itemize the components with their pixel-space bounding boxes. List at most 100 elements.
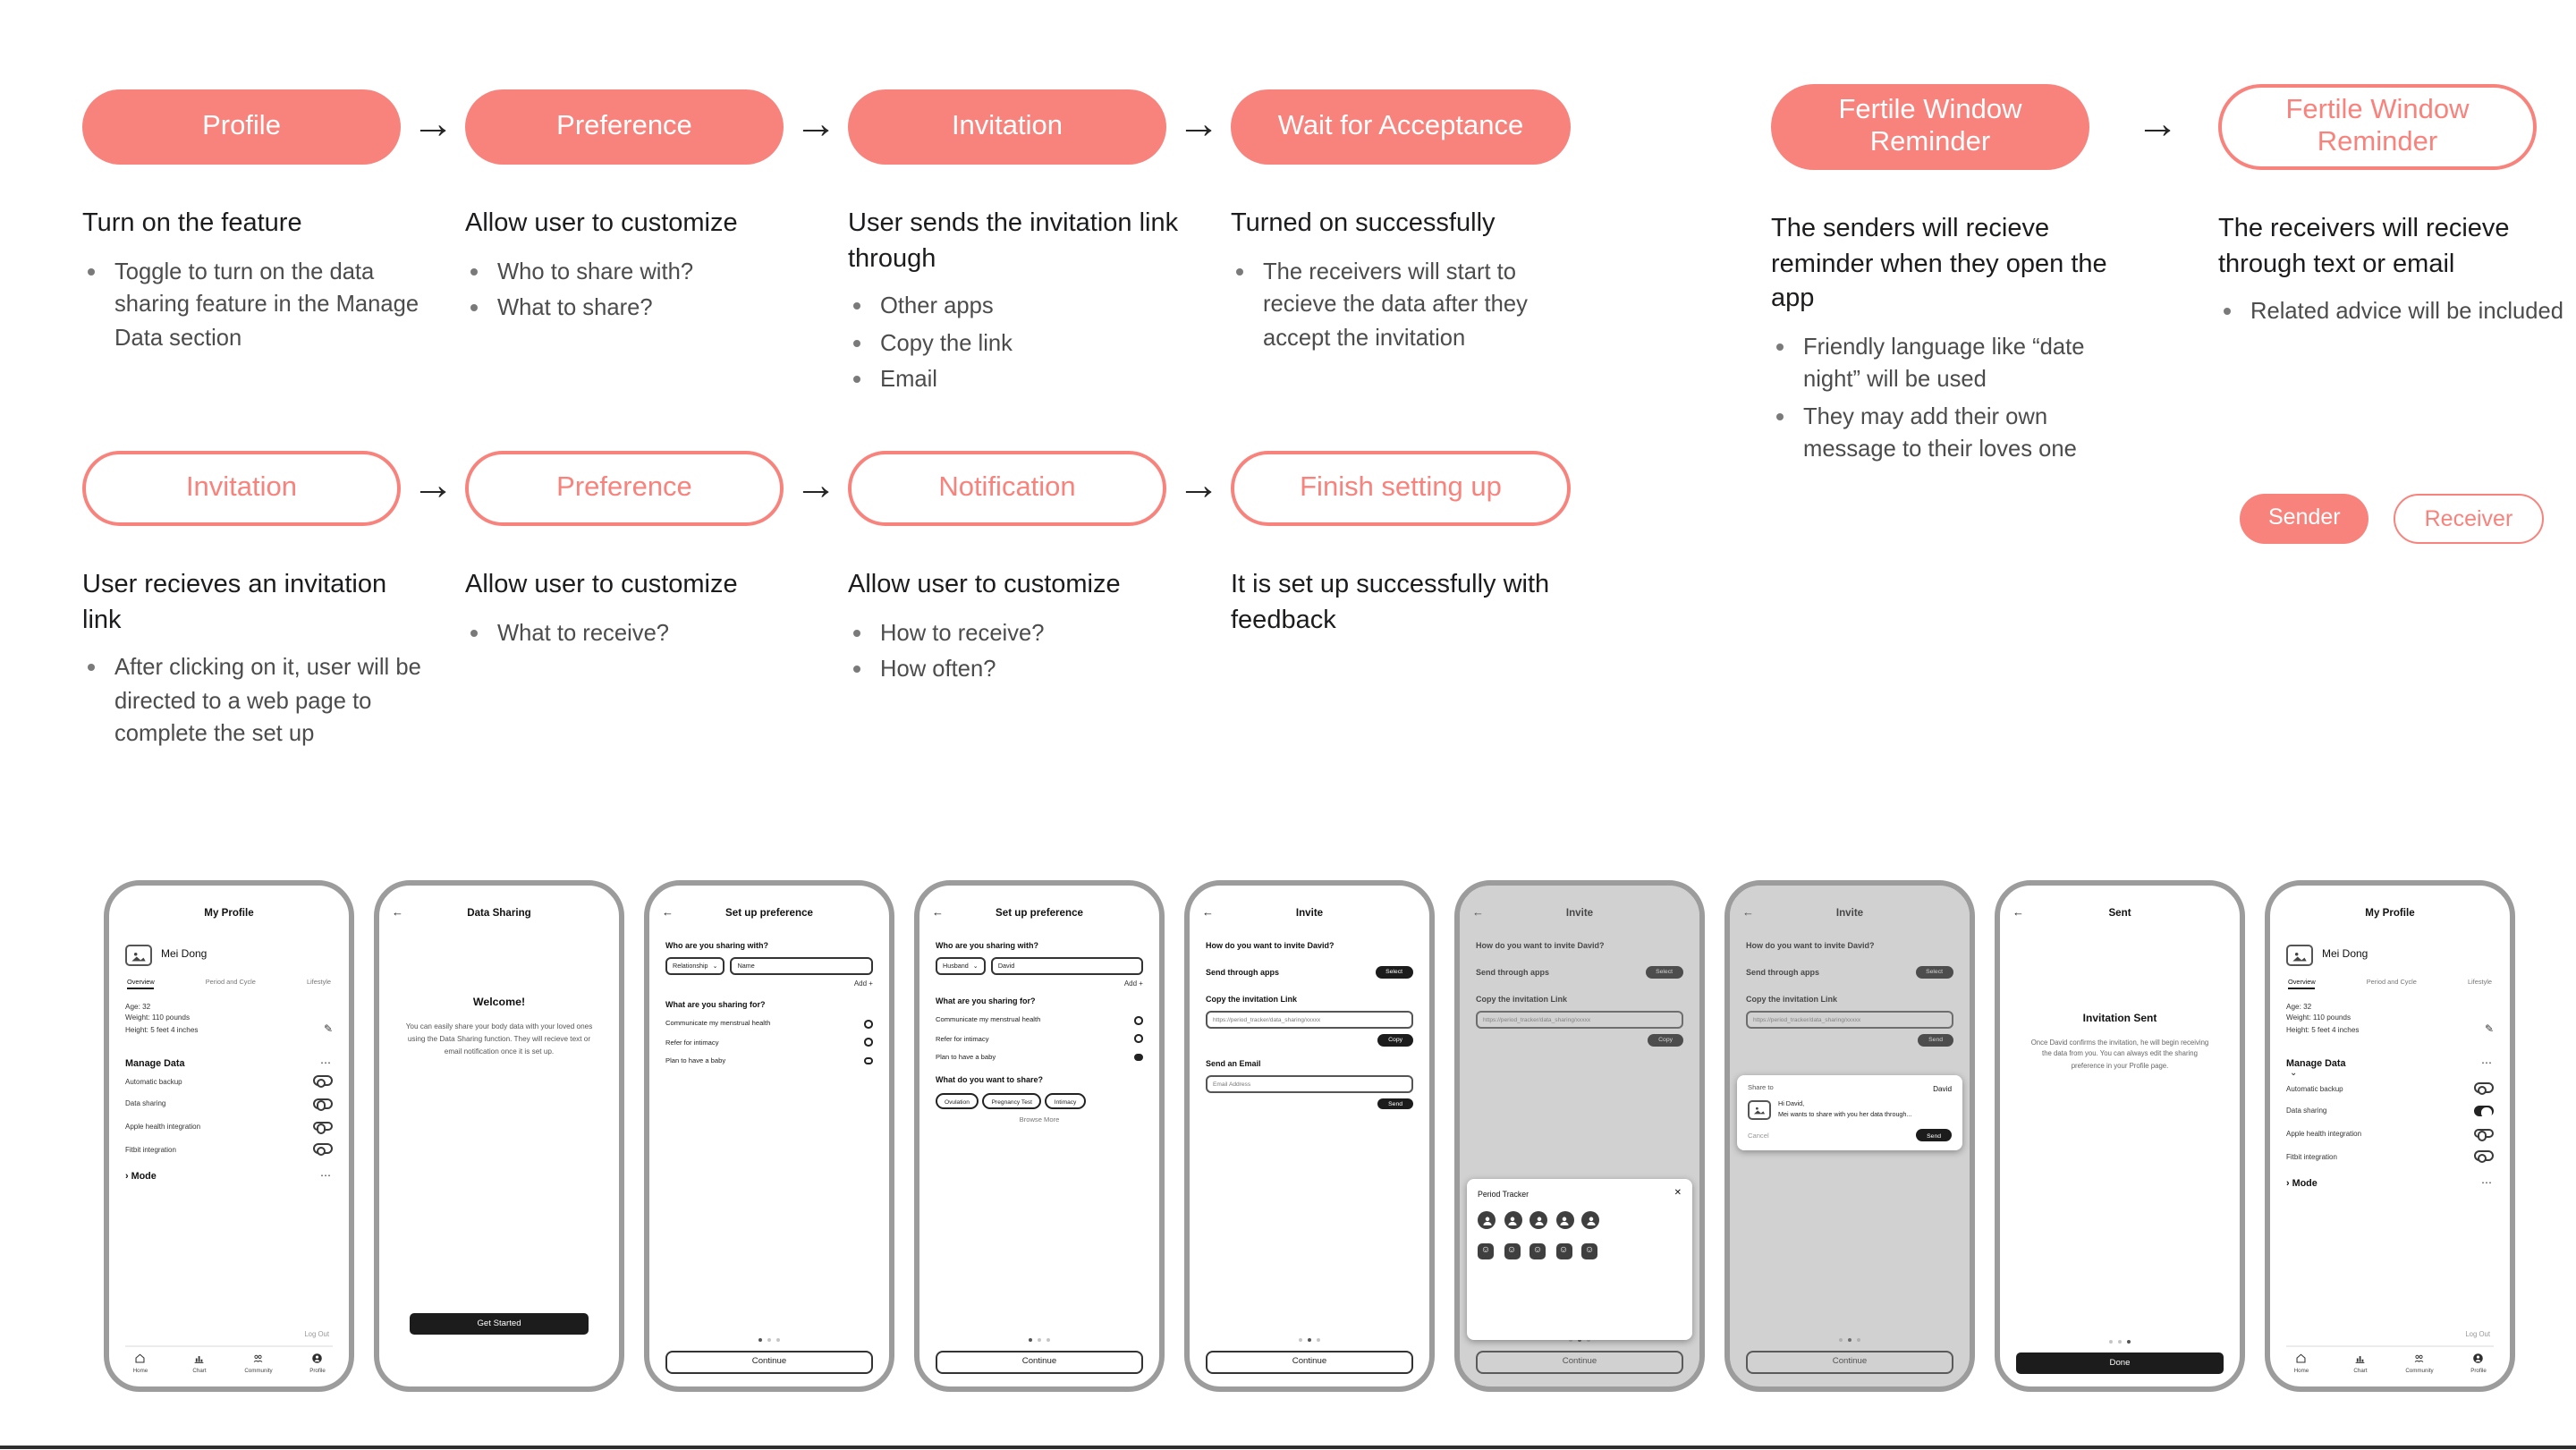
nav-home[interactable]: Home — [127, 1353, 154, 1374]
chip-intimacy[interactable]: Intimacy — [1045, 1093, 1086, 1110]
send-button[interactable]: Send — [1377, 1098, 1413, 1110]
continue-button: Continue — [1476, 1351, 1683, 1374]
log-out-link[interactable]: Log Out — [2465, 1329, 2490, 1339]
radio-baby-selected[interactable] — [1134, 1053, 1143, 1062]
email-address-field[interactable]: Email Address — [1206, 1075, 1413, 1094]
add-person-button[interactable]: Add + — [853, 979, 873, 988]
chart-icon — [195, 1356, 204, 1364]
step-bullets: What to receive? — [465, 616, 812, 649]
cancel-button[interactable]: Cancel — [1748, 1132, 1769, 1140]
add-person-button[interactable]: Add + — [1123, 979, 1143, 988]
more-icon[interactable]: ⋯ — [2481, 1179, 2494, 1191]
browse-more-link[interactable]: Browse More — [1019, 1116, 1060, 1124]
tab-overview[interactable]: Overview — [2288, 979, 2316, 989]
age-value: Age: 32 — [125, 1002, 151, 1011]
welcome-heading: Welcome! — [472, 996, 526, 1009]
app-icon[interactable]: ☺ — [1555, 1243, 1572, 1259]
nav-profile[interactable]: Profile — [304, 1353, 331, 1374]
flow-step-finish: Finish setting up It is set up successfu… — [1231, 451, 1571, 639]
nav-profile[interactable]: Profile — [2465, 1353, 2492, 1374]
automatic-backup-toggle[interactable] — [2474, 1082, 2494, 1096]
nav-chart[interactable]: Chart — [2347, 1353, 2374, 1374]
bullet: Email — [880, 363, 1195, 396]
radio-intimacy[interactable] — [864, 1038, 873, 1047]
radio-baby[interactable] — [864, 1056, 873, 1065]
close-icon[interactable]: ✕ — [1674, 1188, 1682, 1199]
more-icon[interactable]: ⋯ — [320, 1172, 333, 1183]
continue-button[interactable]: Continue — [936, 1351, 1143, 1374]
contact-avatar[interactable] — [1530, 1211, 1547, 1229]
contact-avatar[interactable] — [1555, 1211, 1573, 1229]
profile-info: Age: 32 Weight: 110 pounds Height: 5 fee… — [2286, 1002, 2494, 1036]
manage-data-section: Manage Data ⋯ — [2286, 1057, 2494, 1070]
edit-icon[interactable]: ✎ — [323, 1025, 333, 1037]
apple-health-toggle[interactable] — [313, 1121, 333, 1133]
name-field[interactable]: David — [990, 957, 1143, 975]
relationship-dropdown[interactable]: Husband ⌄ — [936, 957, 986, 975]
data-sharing-toggle[interactable] — [313, 1098, 333, 1111]
chip-ovulation[interactable]: Ovulation — [936, 1093, 979, 1110]
log-out-link[interactable]: Log Out — [304, 1329, 329, 1339]
step-description: Turn on the feature Toggle to turn on th… — [82, 208, 429, 354]
app-icon[interactable]: ☺ — [1530, 1243, 1546, 1259]
automatic-backup-toggle[interactable] — [313, 1075, 333, 1089]
back-icon[interactable]: ← — [932, 907, 944, 920]
tab-period-cycle[interactable]: Period and Cycle — [205, 979, 256, 986]
more-icon[interactable]: ⋯ — [2481, 1059, 2494, 1071]
chevron-down-icon[interactable]: ⌄ — [2290, 1068, 2298, 1080]
tab-period-cycle[interactable]: Period and Cycle — [2366, 979, 2417, 986]
apps-label: Send through apps — [1206, 967, 1279, 977]
fitbit-toggle[interactable] — [313, 1143, 333, 1156]
nav-home[interactable]: Home — [2288, 1353, 2315, 1374]
continue-button[interactable]: Continue — [665, 1351, 873, 1374]
done-button[interactable]: Done — [2016, 1352, 2224, 1374]
back-icon[interactable]: ← — [662, 907, 674, 920]
relationship-dropdown[interactable]: Relationship ⌄ — [665, 957, 725, 975]
data-sharing-toggle-on[interactable] — [2474, 1106, 2494, 1118]
send-button[interactable]: Send — [1916, 1129, 1952, 1141]
app-icon[interactable]: ☺ — [1504, 1243, 1520, 1259]
share-message-text[interactable]: Hi David, Mei wants to share with you he… — [1778, 1100, 1912, 1118]
avatar — [125, 945, 152, 966]
mode-section[interactable]: › Mode ⋯ — [2286, 1178, 2494, 1191]
back-icon[interactable]: ← — [1202, 907, 1214, 920]
chip-pregnancy-test[interactable]: Pregnancy Test — [982, 1093, 1041, 1110]
apple-health-toggle[interactable] — [2474, 1128, 2494, 1140]
mode-section[interactable]: › Mode ⋯ — [125, 1171, 333, 1183]
recipient-name: David — [1933, 1084, 1952, 1093]
contact-avatar[interactable] — [1504, 1211, 1521, 1229]
tab-lifestyle[interactable]: Lifestyle — [306, 979, 331, 986]
profile-user-row: Mei Dong — [2286, 945, 2494, 966]
tab-overview[interactable]: Overview — [127, 979, 155, 989]
nav-community[interactable]: Community — [2405, 1353, 2434, 1374]
app-icon[interactable]: ☺ — [1478, 1243, 1494, 1259]
contact-avatar[interactable] — [1478, 1211, 1496, 1229]
radio-menstrual-health[interactable] — [864, 1019, 873, 1029]
profile-tabs: Overview Period and Cycle Lifestyle — [125, 979, 333, 989]
continue-button[interactable]: Continue — [1206, 1351, 1413, 1374]
edit-icon[interactable]: ✎ — [2484, 1025, 2494, 1037]
apps-label: Send through apps — [1476, 967, 1549, 977]
nav-chart[interactable]: Chart — [186, 1353, 213, 1374]
contact-avatar[interactable] — [1581, 1211, 1599, 1229]
toggle-row: Automatic backup — [2286, 1082, 2494, 1096]
page-dots — [1746, 1337, 1953, 1342]
radio-menstrual-health[interactable] — [1134, 1015, 1143, 1025]
get-started-button[interactable]: Get Started — [410, 1313, 589, 1335]
step-bullets: Who to share with? What to share? — [465, 255, 812, 325]
select-button[interactable]: Select — [1375, 966, 1413, 979]
toggle-label: Automatic backup — [125, 1076, 182, 1086]
back-icon[interactable]: ← — [392, 907, 403, 920]
radio-intimacy[interactable] — [1134, 1034, 1143, 1044]
nav-community[interactable]: Community — [244, 1353, 273, 1374]
tab-lifestyle[interactable]: Lifestyle — [2467, 979, 2492, 986]
invitation-link-field[interactable]: https://period_tracker/data_sharing/xxxx… — [1206, 1011, 1413, 1030]
app-icon[interactable]: ☺ — [1581, 1243, 1597, 1259]
more-icon[interactable]: ⋯ — [320, 1059, 333, 1071]
fitbit-toggle[interactable] — [2474, 1150, 2494, 1163]
arrow-right-icon: → — [794, 462, 837, 510]
name-field[interactable]: Name — [730, 957, 873, 975]
copy-button[interactable]: Copy — [1377, 1033, 1413, 1047]
back-icon[interactable]: ← — [2012, 907, 2024, 920]
manage-data-label: Manage Data — [2286, 1058, 2346, 1070]
